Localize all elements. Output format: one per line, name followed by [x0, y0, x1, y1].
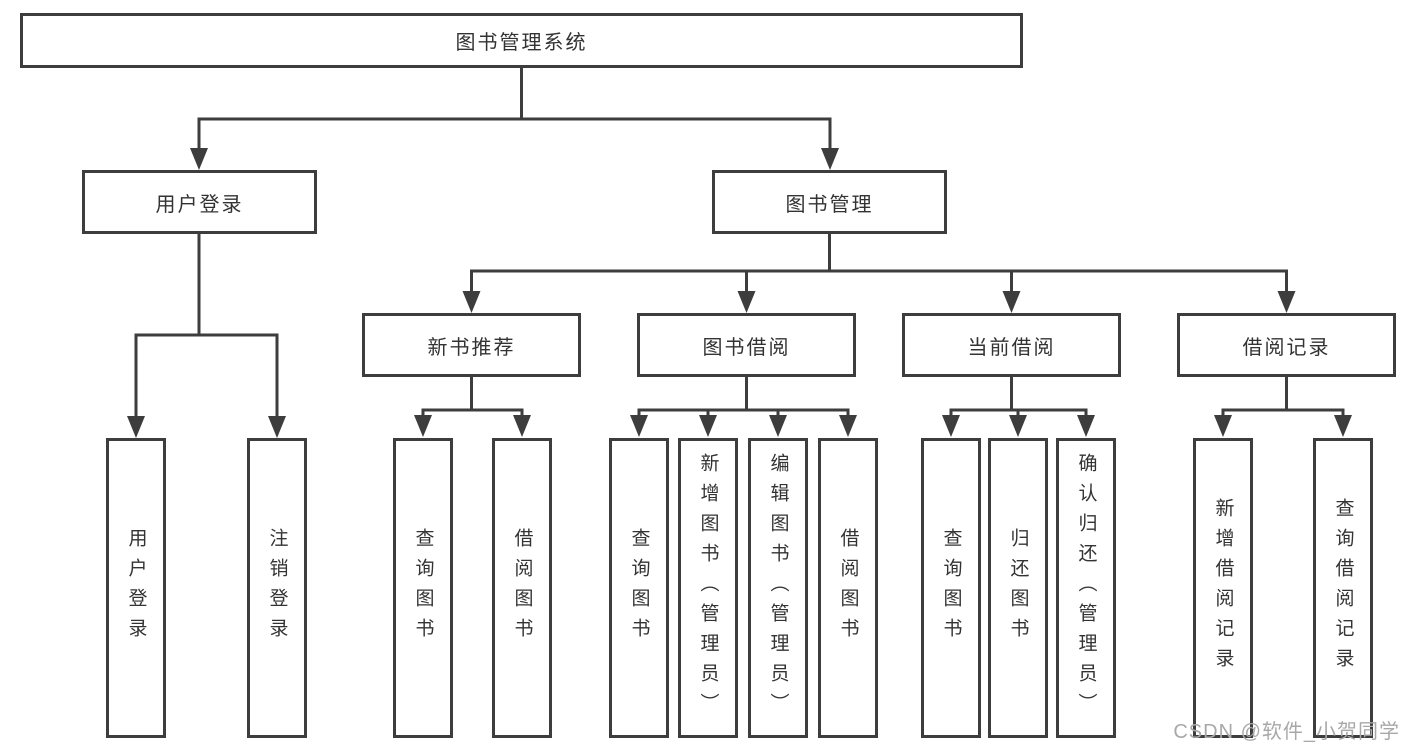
leaf-add-books-admin: 新增图书（管理员） [678, 438, 738, 738]
leaf-label: 确认归还（管理员） [1075, 453, 1097, 723]
node-book-management: 图书管理 [712, 170, 947, 234]
connector-book-management-children [462, 233, 1296, 313]
leaf-confirm-return-admin: 确认归还（管理员） [1056, 438, 1116, 738]
leaf-label: 查询图书 [940, 528, 962, 648]
leaf-label: 借阅图书 [837, 528, 859, 648]
leaf-query-books-current: 查询图书 [921, 438, 981, 738]
leaf-label: 注销登录 [266, 528, 288, 648]
leaf-query-borrow-record: 查询借阅记录 [1313, 438, 1373, 738]
leaf-label: 查询图书 [628, 528, 650, 648]
connector-new-book-children [414, 377, 531, 437]
node-new-book-recommend: 新书推荐 [362, 313, 581, 377]
leaf-label: 查询图书 [412, 528, 434, 648]
leaf-user-login: 用户登录 [106, 438, 166, 738]
leaf-edit-books-admin: 编辑图书（管理员） [748, 438, 808, 738]
leaf-borrow-books-recommend: 借阅图书 [492, 438, 552, 738]
node-book-borrow: 图书借阅 [637, 313, 856, 377]
leaf-borrow-books: 借阅图书 [818, 438, 878, 738]
node-library-system: 图书管理系统 [20, 13, 1023, 68]
leaf-label: 借阅图书 [511, 528, 533, 648]
connector-book-borrow-children [630, 377, 857, 437]
node-borrow-records: 借阅记录 [1177, 313, 1396, 377]
leaf-label: 用户登录 [125, 528, 147, 648]
leaf-query-books-recommend: 查询图书 [393, 438, 453, 738]
connector-root-to-level2 [190, 67, 839, 170]
leaf-label: 归还图书 [1007, 528, 1029, 648]
leaf-label: 新增借阅记录 [1212, 498, 1234, 678]
leaf-label: 新增图书（管理员） [697, 453, 719, 723]
leaf-label: 编辑图书（管理员） [767, 453, 789, 723]
node-user-login: 用户登录 [82, 170, 317, 234]
leaf-label: 查询借阅记录 [1332, 498, 1354, 678]
connector-user-login-children [127, 233, 286, 438]
connector-current-borrow-children [942, 377, 1095, 437]
leaf-return-books: 归还图书 [988, 438, 1048, 738]
leaf-logout: 注销登录 [247, 438, 307, 738]
node-current-borrow: 当前借阅 [902, 313, 1121, 377]
connector-borrow-records-children [1214, 377, 1352, 437]
csdn-watermark: CSDN @软件_小贺同学 [1173, 721, 1400, 743]
leaf-add-borrow-record: 新增借阅记录 [1193, 438, 1253, 738]
leaf-query-books-borrow: 查询图书 [609, 438, 669, 738]
